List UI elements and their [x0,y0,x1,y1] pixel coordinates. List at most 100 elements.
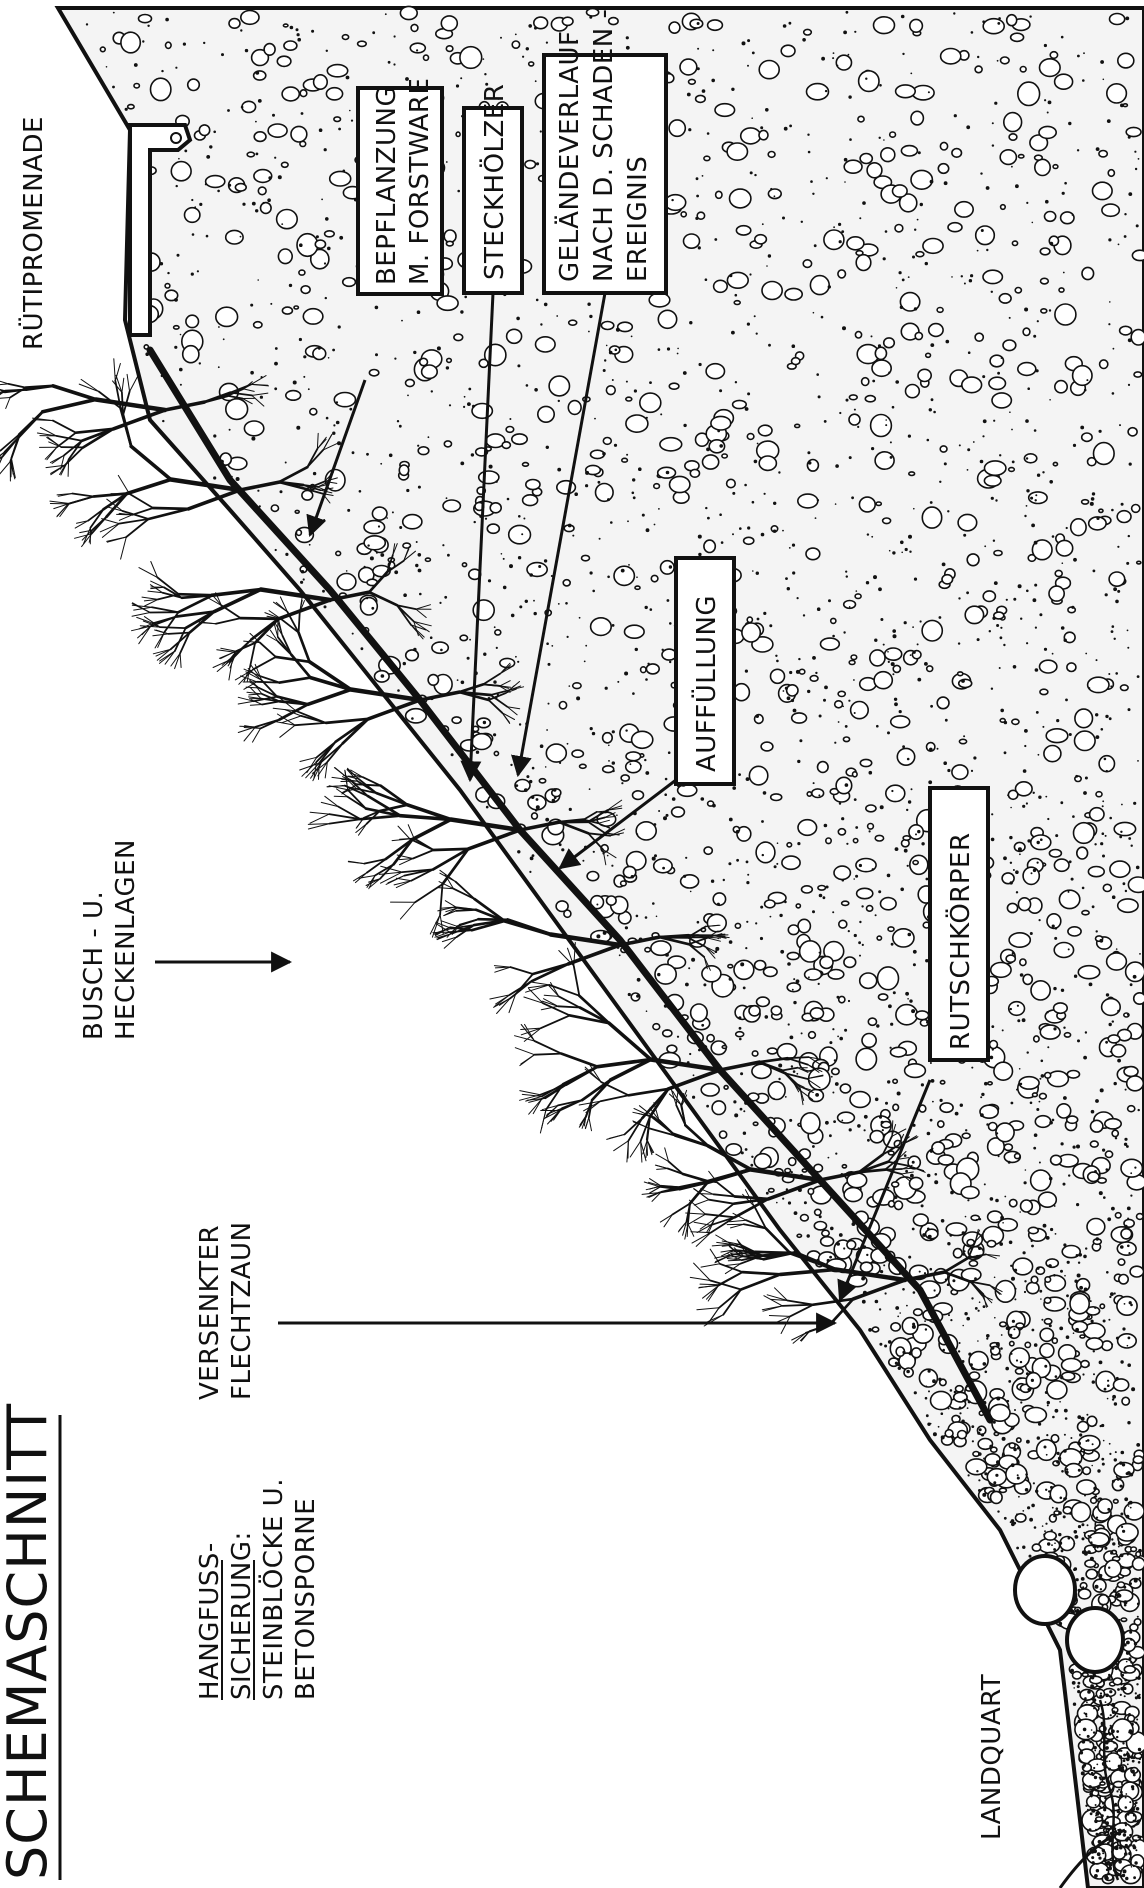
gravel-grain [967,469,969,471]
gravel-grain [1029,1518,1033,1522]
tree-branch [697,1308,719,1310]
gravel-grain [908,800,911,803]
tree-branch [175,653,181,668]
gravel-grain [213,131,216,134]
gravel-grain [1118,1594,1122,1598]
gravel-grain [1033,598,1037,602]
gravel-stone [836,777,852,793]
gravel-grain [1096,735,1100,739]
gravel-grain [418,569,422,573]
gravel-grain [1059,1375,1061,1377]
gravel-stone [244,421,263,436]
gravel-grain [227,109,230,112]
gravel-stone [1015,1154,1020,1159]
gravel-grain [1027,839,1030,842]
gravel-grain [696,195,699,198]
gravel-stone [1004,113,1022,132]
gravel-grain [859,217,861,219]
tree-branch [398,826,410,839]
gravel-grain [375,353,378,356]
gravel-grain [1093,1487,1097,1491]
gravel-grain [1120,1245,1124,1249]
gravel-grain [1008,1161,1011,1164]
gravel-grain [912,1323,915,1326]
gravel-grain [1044,1446,1047,1449]
gravel-stone [1006,1464,1027,1484]
tree-branch [142,597,158,599]
gravel-grain [1010,862,1012,864]
gravel-grain [1090,1812,1093,1815]
gravel-grain [1078,1682,1081,1685]
gravel-grain [705,507,707,509]
tree-branch [118,475,129,494]
gravel-grain [996,1460,1000,1464]
gravel-grain [1081,1523,1084,1526]
gravel-stone [838,270,846,278]
gravel-stone [938,1121,944,1127]
gravel-grain [203,42,205,44]
gravel-grain [260,396,263,399]
gravel-grain [285,553,288,556]
gravel-grain [871,335,873,337]
gravel-grain [920,620,922,622]
gravel-stone [1118,899,1138,912]
gravel-stone [188,79,200,90]
gravel-grain [747,39,750,42]
gravel-stone [901,146,917,156]
gravel-grain [768,254,771,257]
gravel-grain [812,193,814,195]
gravel-grain [596,904,598,906]
gravel-grain [1079,1720,1081,1722]
gravel-grain [912,1228,915,1231]
gravel-grain [979,1301,981,1303]
gravel-grain [553,788,557,792]
gravel-stone [940,446,947,452]
gravel-grain [1012,1320,1015,1323]
gravel-grain [930,501,933,504]
gravel-stone [990,355,1003,367]
gravel-grain [1045,1391,1048,1394]
gravel-grain [407,395,409,397]
gravel-grain [892,551,895,554]
gravel-grain [845,725,848,728]
gravel-grain [979,1428,982,1431]
gravel-grain [1077,1415,1081,1419]
gravel-grain [1067,1308,1069,1310]
gravel-grain [663,816,667,820]
gravel-grain [446,497,448,499]
gravel-stone [821,638,840,650]
gravel-stone [1007,903,1017,912]
gravel-stone [881,898,897,910]
gravel-grain [854,409,856,411]
gravel-grain [1128,535,1130,537]
label-gelaende-line3: EREIGNIS [623,156,653,282]
gravel-grain [841,230,844,233]
gravel-stone [764,967,778,976]
gravel-grain [607,498,610,501]
gravel-grain [1086,1701,1088,1703]
gravel-grain [986,1123,989,1126]
gravel-grain [1089,1742,1091,1744]
gravel-grain [1016,1513,1018,1515]
gravel-grain [1090,1675,1093,1678]
tree-branch [308,690,351,705]
gravel-stone [1031,1276,1038,1283]
gravel-grain [846,11,849,14]
gravel-grain [1104,1388,1107,1391]
gravel-grain [702,89,706,93]
gravel-grain [832,911,834,913]
gravel-grain [789,547,791,549]
gravel-grain [1126,1836,1129,1839]
gravel-grain [1050,242,1054,246]
gravel-grain [393,63,395,65]
gravel-grain [1092,1774,1095,1777]
gravel-grain [469,639,471,641]
gravel-grain [936,1294,939,1297]
gravel-grain [1056,719,1059,722]
gravel-grain [919,1271,921,1273]
gravel-grain [1052,653,1054,655]
gravel-grain [1100,1784,1102,1786]
tree-branch [107,537,127,541]
gravel-grain [548,703,550,705]
tree-branch [153,508,188,509]
